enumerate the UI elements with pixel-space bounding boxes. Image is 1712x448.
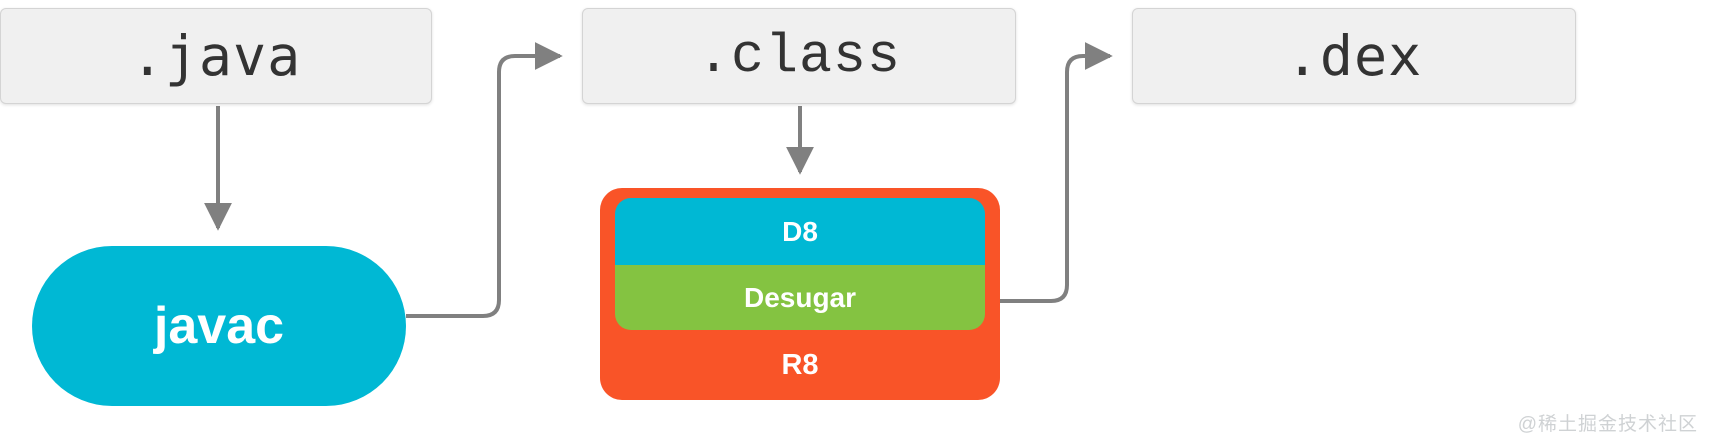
class-file-label: .class [696,24,902,88]
node-class-file[interactable]: .class [582,8,1016,104]
node-java-file[interactable]: .java [0,8,432,104]
node-desugar[interactable]: Desugar [615,265,985,330]
node-r8[interactable]: D8 Desugar R8 [600,188,1000,400]
node-javac[interactable]: javac [32,246,406,406]
node-dex-file[interactable]: .dex [1132,8,1576,104]
r8-inner-group: D8 Desugar [615,198,985,330]
java-file-label: .java [130,23,302,88]
edge-r8-to-dex [1000,42,1113,303]
watermark: @稀土掘金技术社区 [1517,414,1698,435]
r8-label-area: R8 [600,330,1000,400]
r8-label: R8 [781,348,819,381]
javac-label: javac [153,297,285,355]
d8-label: D8 [782,215,818,247]
desugar-label: Desugar [743,281,857,313]
dex-file-label: .dex [1285,23,1423,88]
node-d8[interactable]: D8 [615,198,985,265]
